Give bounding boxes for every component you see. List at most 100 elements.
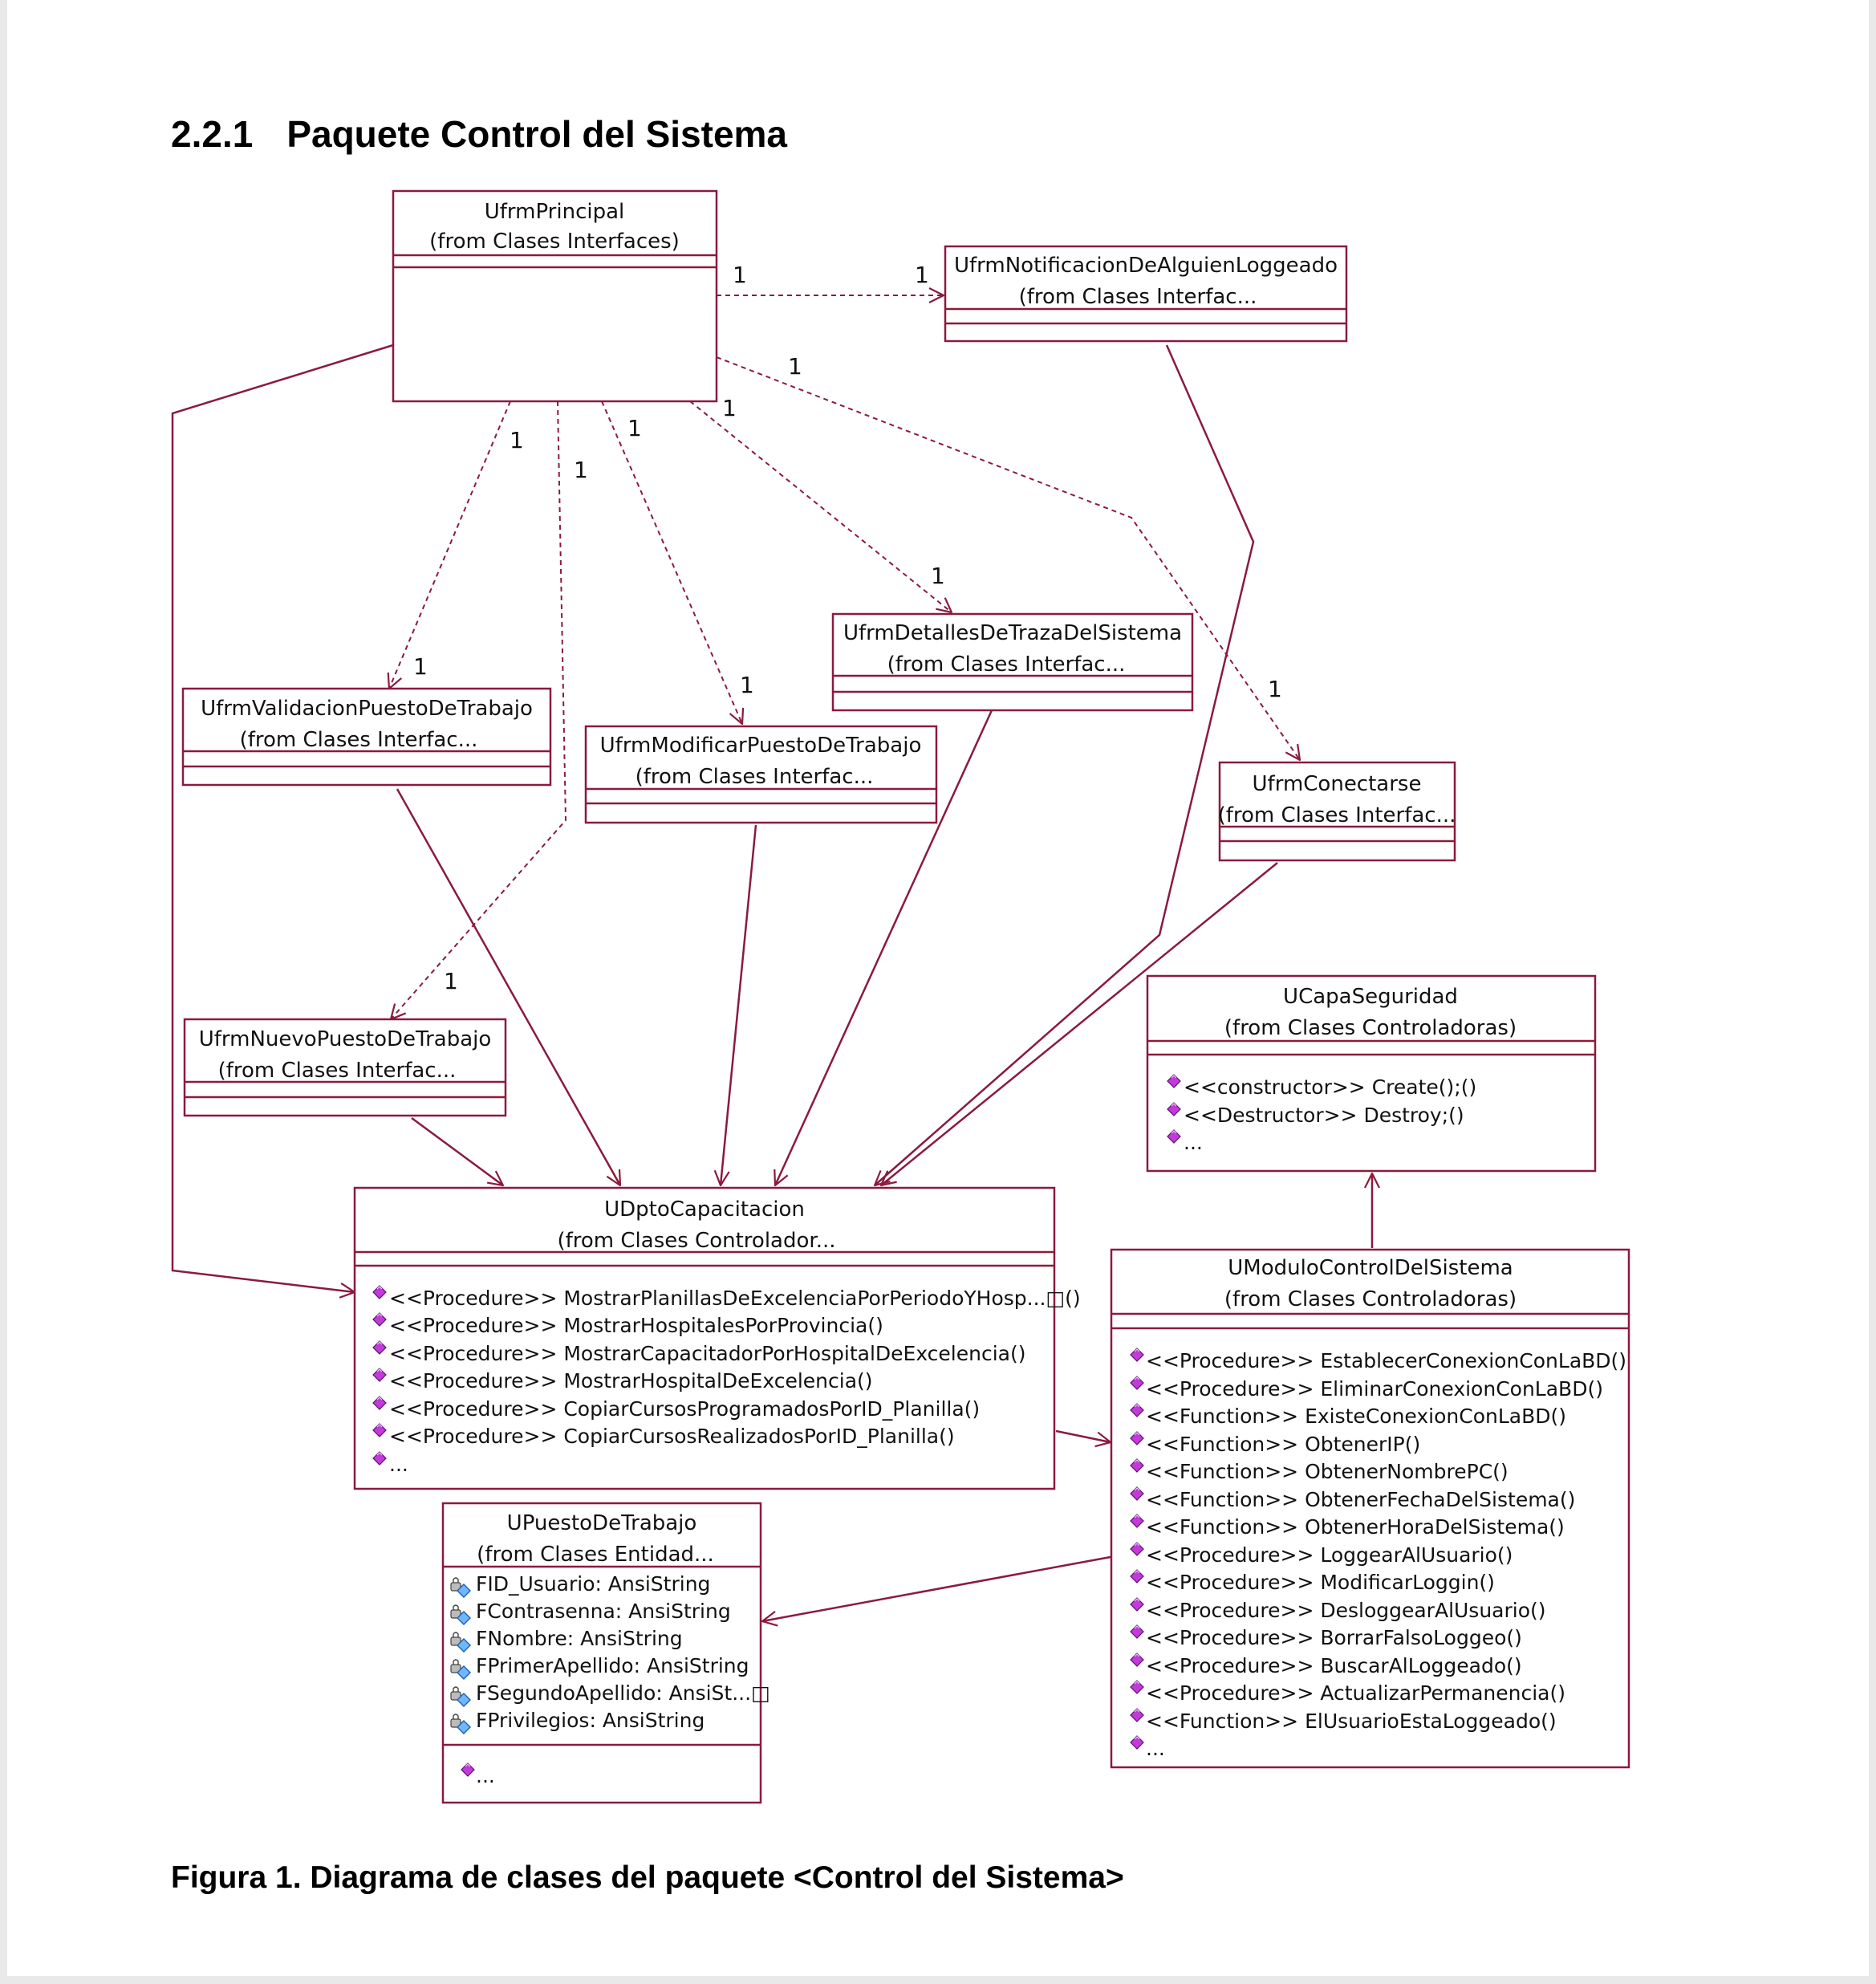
class-ufrmconectarse[interactable]: UfrmConectarse (from Clases Interfac... [1218, 761, 1456, 862]
attribute: FNombre: AnsiString [476, 1627, 683, 1650]
class-name: UfrmConectarse [1253, 772, 1422, 796]
mult-principal-conectarse-src: 1 [788, 353, 802, 380]
attribute-list: FID_Usuario: AnsiString FContrasenna: An… [450, 1572, 770, 1734]
class-ufrmnuevopuestodetrabajo[interactable]: UfrmNuevoPuestoDeTrabajo (from Clases In… [183, 1018, 507, 1117]
dep-principal-nuevo [391, 400, 567, 1019]
operation: <<Procedure>> CopiarCursosProgramadosPor… [389, 1397, 980, 1421]
page-edge-right [1869, 0, 1876, 1984]
class-package: (from Clases Entidad... [477, 1543, 714, 1567]
class-ufrmprincipal[interactable]: UfrmPrincipal (from Clases Interfaces) [392, 189, 718, 403]
page-edge-bottom [0, 1976, 1876, 1984]
operation: <<Procedure>> DesloggearAlUsuario() [1146, 1599, 1546, 1622]
mult-principal-notificacion-dst: 1 [915, 262, 929, 288]
class-package: (from Clases Controlador... [557, 1229, 835, 1253]
class-ucapaseguridad[interactable]: UCapaSeguridad (from Clases Controladora… [1146, 974, 1597, 1173]
class-name: UfrmNuevoPuestoDeTrabajo [199, 1027, 492, 1051]
class-package: (from Clases Interfac... [240, 728, 478, 752]
assoc-capacitacion-modulo [1055, 1429, 1111, 1442]
operation: <<Procedure>> EstablecerConexionConLaBD(… [1146, 1349, 1626, 1372]
operation-list: ... [461, 1762, 495, 1787]
operation: <<Procedure>> MostrarCapacitadorPorHospi… [389, 1342, 1026, 1365]
class-package: (from Clases Interfac... [887, 653, 1126, 677]
attribute: FPrimerApellido: AnsiString [476, 1654, 749, 1677]
assoc-nuevo-capacitacion [411, 1116, 503, 1185]
operation: ... [1184, 1131, 1203, 1154]
attribute: FPrivilegios: AnsiString [476, 1709, 705, 1732]
class-name: UfrmPrincipal [485, 200, 625, 224]
operation: <<Function>> ElUsuarioEstaLoggeado() [1146, 1710, 1557, 1733]
assoc-conectarse-capacitacion [881, 862, 1278, 1185]
mult-principal-conectarse-dst: 1 [1268, 676, 1282, 702]
class-name: UPuestoDeTrabajo [507, 1511, 697, 1535]
class-name: UfrmModificarPuestoDeTrabajo [600, 734, 922, 758]
section-number: 2.2.1 [171, 113, 254, 155]
operation: <<Procedure>> EliminarConexionConLaBD() [1146, 1377, 1603, 1401]
class-upuestodetrabajo[interactable]: UPuestoDeTrabajo (from Clases Entidad...… [441, 1502, 770, 1804]
attribute: FID_Usuario: AnsiString [476, 1572, 710, 1596]
attribute: FContrasenna: AnsiString [476, 1600, 731, 1623]
mult-principal-validacion-src: 1 [510, 427, 524, 453]
assoc-modificar-capacitacion [721, 824, 757, 1185]
section-title: Paquete Control del Sistema [286, 113, 788, 155]
operation: <<Procedure>> LoggearAlUsuario() [1146, 1543, 1513, 1567]
class-name: UfrmDetallesDeTrazaDelSistema [843, 621, 1182, 645]
class-ufrmnotificaciondealguienloggeado[interactable]: UfrmNotificacionDeAlguienLoggeado (from … [944, 245, 1348, 343]
mult-principal-detalles-dst: 1 [931, 563, 945, 589]
operation: ... [389, 1453, 408, 1476]
class-name: UfrmValidacionPuestoDeTrabajo [201, 697, 533, 721]
class-package: (from Clases Interfaces) [429, 230, 680, 254]
class-package: (from Clases Interfac... [218, 1059, 457, 1083]
relationships [171, 295, 1372, 1621]
class-name: UDptoCapacitacion [604, 1197, 805, 1222]
multiplicity-labels: 1 1 1 1 1 1 1 1 1 1 1 1 [413, 262, 1282, 994]
section-heading: 2.2.1 Paquete Control del Sistema [171, 112, 787, 156]
assoc-validacion-capacitacion [396, 788, 620, 1185]
operation: <<Procedure>> ActualizarPermanencia() [1146, 1681, 1565, 1705]
class-package: (from Clases Controladoras) [1224, 1016, 1517, 1040]
operation: <<Destructor>> Destroy;() [1184, 1104, 1464, 1127]
class-name: UfrmNotificacionDeAlguienLoggeado [954, 254, 1338, 278]
mult-principal-notificacion-src: 1 [733, 262, 747, 288]
dep-principal-validacion [389, 400, 511, 689]
mult-principal-detalles-src: 1 [722, 395, 737, 421]
dep-principal-modificar [601, 400, 742, 724]
operation-list: <<constructor>> Create();() <<Destructor… [1167, 1074, 1476, 1154]
mult-principal-nuevo-dst: 1 [444, 968, 458, 994]
class-package: (from Clases Interfac... [635, 765, 874, 789]
operation-list: <<Procedure>> MostrarPlanillasDeExcelenc… [372, 1285, 1081, 1476]
class-udptocapacitacion[interactable]: UDptoCapacitacion (from Clases Controlad… [353, 1186, 1081, 1490]
class-ufrmmodificarpuestodetrabajo[interactable]: UfrmModificarPuestoDeTrabajo (from Clase… [584, 725, 938, 824]
operation: <<Function>> ObtenerIP() [1146, 1433, 1420, 1456]
dep-principal-detalles [689, 400, 952, 612]
operation: <<constructor>> Create();() [1184, 1075, 1476, 1099]
operation: ... [476, 1764, 495, 1787]
operation: <<Procedure>> ModificarLoggin() [1146, 1571, 1495, 1594]
operation: <<Procedure>> MostrarHospitalDeExcelenci… [389, 1369, 873, 1392]
assoc-notificacion-capacitacion [875, 344, 1255, 1185]
assoc-detalles-capacitacion [775, 709, 993, 1185]
assoc-principal-capacitacion [171, 344, 394, 1292]
mult-principal-modificar-src: 1 [627, 415, 642, 441]
operation: <<Function>> ExisteConexionConLaBD() [1146, 1405, 1566, 1428]
class-package: (from Clases Interfac... [1218, 803, 1456, 827]
operation: <<Procedure>> CopiarCursosRealizadosPorI… [389, 1425, 955, 1448]
class-name: UModuloControlDelSistema [1228, 1256, 1513, 1280]
page-edge-left [0, 0, 7, 1984]
class-ufrmvalidacionpuestodetrabajo[interactable]: UfrmValidacionPuestoDeTrabajo (from Clas… [181, 687, 552, 787]
class-package: (from Clases Controladoras) [1224, 1287, 1517, 1311]
operation: <<Procedure>> MostrarHospitalesPorProvin… [389, 1314, 883, 1337]
class-package: (from Clases Interfac... [1019, 285, 1257, 309]
operation: <<Function>> ObtenerHoraDelSistema() [1146, 1515, 1565, 1539]
assoc-modulo-puesto [762, 1555, 1111, 1621]
dep-principal-conectarse [716, 356, 1300, 760]
attribute: FSegundoApellido: AnsiSt...□ [476, 1681, 770, 1705]
operation: <<Procedure>> BuscarAlLoggeado() [1146, 1654, 1522, 1677]
class-ufrmdetallesdetrazadelsistema[interactable]: UfrmDetallesDeTrazaDelSistema (from Clas… [831, 612, 1194, 712]
operation: ... [1146, 1737, 1165, 1760]
operation-list: <<Procedure>> EstablecerConexionConLaBD(… [1130, 1348, 1626, 1760]
operation: <<Function>> ObtenerFechaDelSistema() [1146, 1488, 1575, 1511]
class-umodulocontroldelsistema[interactable]: UModuloControlDelSistema (from Clases Co… [1110, 1248, 1630, 1769]
mult-principal-validacion-dst: 1 [413, 653, 428, 680]
